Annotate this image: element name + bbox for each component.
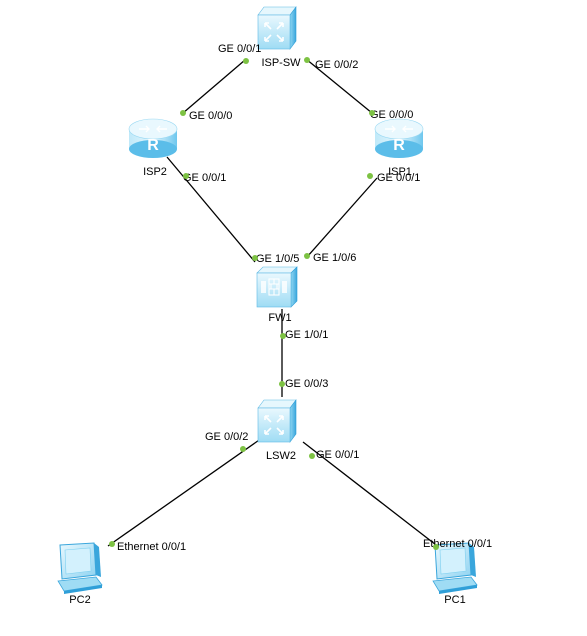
port-dot: [369, 110, 375, 116]
port-dot: [304, 253, 310, 259]
pc-icon: [57, 542, 103, 594]
port-label: GE 1/0/6: [313, 252, 356, 264]
port-label: GE 0/0/2: [205, 431, 248, 443]
pc-icon: [432, 542, 478, 594]
router-icon: R: [128, 118, 178, 158]
port-dot: [304, 57, 310, 63]
link-isp2-fw1[interactable]: [166, 156, 256, 263]
port-label: Ethernet 0/0/1: [423, 538, 492, 550]
port-dot: [309, 453, 315, 459]
port-dot: [183, 173, 189, 179]
device-isp_sw[interactable]: [257, 6, 297, 50]
port-label: GE 0/0/1: [316, 449, 359, 461]
port-label: GE 0/0/1: [377, 172, 420, 184]
port-dot: [109, 541, 115, 547]
firewall-icon: [256, 266, 298, 308]
port-dot: [252, 255, 258, 261]
device-label: ISP-SW: [261, 57, 301, 69]
device-label: FW1: [268, 312, 291, 324]
port-dot: [367, 173, 373, 179]
port-label: GE 0/0/0: [189, 110, 232, 122]
port-label: Ethernet 0/0/1: [117, 541, 186, 553]
link-lsw2-pc2[interactable]: [107, 437, 263, 547]
device-lsw2[interactable]: [257, 399, 297, 443]
port-dot: [243, 58, 249, 64]
port-label: GE 0/0/0: [370, 109, 413, 121]
link-isp_sw-isp2[interactable]: [182, 59, 246, 114]
port-label: GE 0/0/1: [183, 172, 226, 184]
device-pc1[interactable]: [432, 542, 478, 594]
device-label: ISP1: [388, 166, 412, 178]
device-label: PC1: [444, 594, 465, 606]
device-label: PC2: [69, 594, 90, 606]
port-dot: [280, 333, 286, 339]
port-dot: [180, 110, 186, 116]
router-icon: R: [374, 118, 424, 158]
port-dot: [279, 381, 285, 387]
core-switch-icon: [257, 6, 297, 50]
core-switch-icon: [257, 399, 297, 443]
svg-text:R: R: [393, 137, 405, 154]
link-isp_sw-isp1[interactable]: [305, 58, 373, 114]
device-isp1[interactable]: R: [374, 118, 424, 158]
port-label: GE 0/0/1: [218, 43, 261, 55]
port-dot: [240, 446, 246, 452]
port-label: GE 1/0/5: [256, 253, 299, 265]
port-label: GE 1/0/1: [285, 329, 328, 341]
svg-text:R: R: [147, 137, 159, 154]
device-isp2[interactable]: R: [128, 118, 178, 158]
link-isp1-fw1[interactable]: [306, 177, 378, 258]
port-label: GE 0/0/2: [315, 59, 358, 71]
device-pc2[interactable]: [57, 542, 103, 594]
link-lsw2-pc1[interactable]: [302, 441, 441, 549]
device-label: LSW2: [266, 450, 296, 462]
port-label: GE 0/0/3: [285, 378, 328, 390]
port-dot: [433, 544, 439, 550]
device-fw1[interactable]: [256, 266, 298, 308]
device-label: ISP2: [143, 166, 167, 178]
